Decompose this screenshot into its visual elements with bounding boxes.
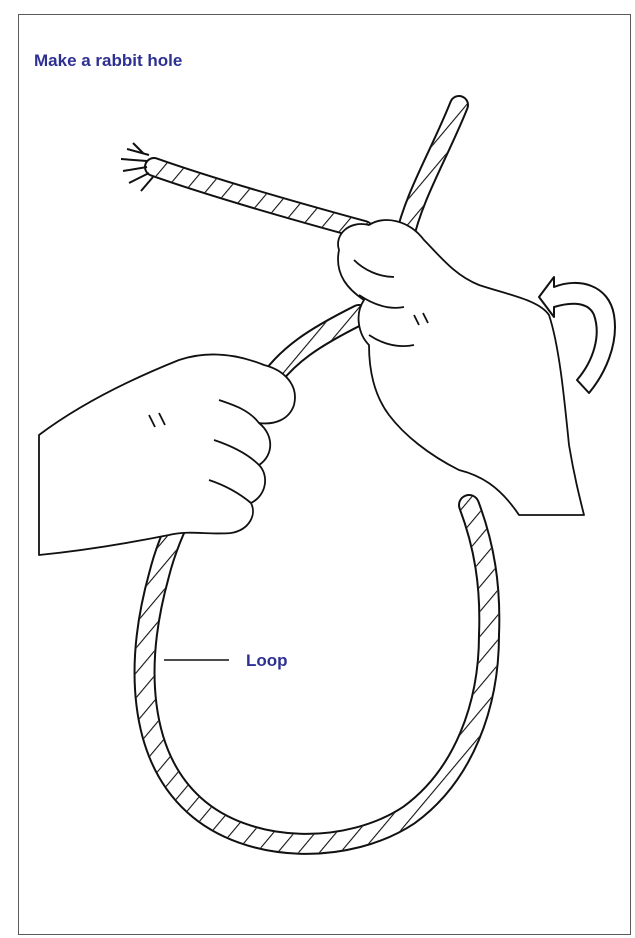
rope-working-end [121,143,364,230]
left-hand [39,355,295,555]
figure-frame: Make a rabbit hole [18,14,631,935]
rope-illustration: Loop [19,15,632,936]
loop-label: Loop [246,651,288,670]
loop-callout: Loop [164,651,288,670]
rope-standing-part [404,105,459,240]
right-hand [338,220,584,515]
